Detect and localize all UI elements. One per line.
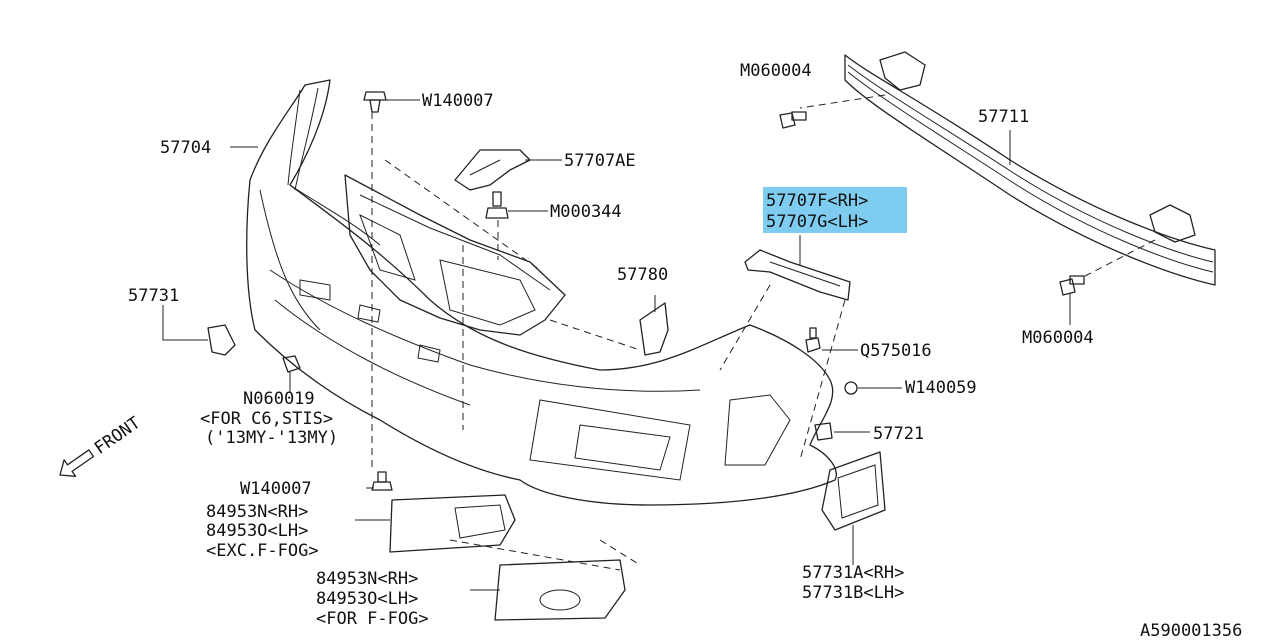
bracket-57707ae xyxy=(454,149,531,191)
label-57780[interactable]: 57780 xyxy=(617,265,668,285)
label-m060004-top[interactable]: M060004 xyxy=(740,61,812,81)
note-n060019-models: <FOR C6,STIS> xyxy=(200,409,333,429)
clip-w140007-bottom xyxy=(371,471,393,491)
fog-cover-for-fog xyxy=(494,559,626,621)
fog-cover-exc-fog xyxy=(389,494,516,553)
clip-w140059 xyxy=(844,381,858,395)
note-n060019-years: ('13MY-'13MY) xyxy=(205,428,338,448)
label-57731[interactable]: 57731 xyxy=(128,286,179,306)
front-direction-arrow: FRONT xyxy=(59,413,144,477)
label-57731a[interactable]: 57731A<RH> xyxy=(802,563,904,583)
label-57711[interactable]: 57711 xyxy=(978,107,1029,127)
label-q575016[interactable]: Q575016 xyxy=(860,341,932,361)
label-57707ae[interactable]: 57707AE xyxy=(564,151,636,171)
label-m000344[interactable]: M000344 xyxy=(550,202,622,222)
label-84953o-a[interactable]: 84953O<LH> xyxy=(206,521,308,541)
part-57780 xyxy=(639,302,669,356)
diagram-id: A590001356 xyxy=(1140,621,1242,640)
note-for-fog: <FOR F-FOG> xyxy=(316,609,429,629)
clip-q575016 xyxy=(805,327,821,353)
label-57707f[interactable]: 57707F<RH> xyxy=(766,191,868,211)
label-84953n-a[interactable]: 84953N<RH> xyxy=(206,502,308,522)
reinforcement-beam-57711 xyxy=(844,51,1216,286)
label-w140007-top[interactable]: W140007 xyxy=(422,91,494,111)
side-bracket-57707fg xyxy=(744,249,851,301)
front-label: FRONT xyxy=(91,413,144,459)
leader-lines xyxy=(162,99,1071,591)
label-57704[interactable]: 57704 xyxy=(160,138,211,158)
label-m060004-bottom[interactable]: M060004 xyxy=(1022,328,1094,348)
note-exc-fog: <EXC.F-FOG> xyxy=(206,541,319,561)
bumper-cover-57704 xyxy=(246,79,837,506)
clip-w140007-top xyxy=(363,91,387,113)
label-n060019[interactable]: N060019 xyxy=(243,389,315,409)
bolt-m060004-bottom xyxy=(1059,275,1085,296)
label-57707g[interactable]: 57707G<LH> xyxy=(766,212,868,232)
part-57731 xyxy=(207,324,236,356)
assembly-lines xyxy=(371,94,1156,571)
bolt-m000344 xyxy=(485,191,509,219)
label-57721[interactable]: 57721 xyxy=(873,424,924,444)
part-57721 xyxy=(814,422,833,441)
garnish-57731ab xyxy=(821,451,886,531)
nut-n060019 xyxy=(282,355,301,373)
label-84953n-b[interactable]: 84953N<RH> xyxy=(316,569,418,589)
selected-part-highlight xyxy=(763,187,907,233)
label-w140007-bottom[interactable]: W140007 xyxy=(240,479,312,499)
label-w140059[interactable]: W140059 xyxy=(905,378,977,398)
label-57731b[interactable]: 57731B<LH> xyxy=(802,583,904,603)
bolt-m060004-top xyxy=(779,111,807,129)
label-84953o-b[interactable]: 84953O<LH> xyxy=(316,589,418,609)
grille-bracket xyxy=(344,174,566,336)
